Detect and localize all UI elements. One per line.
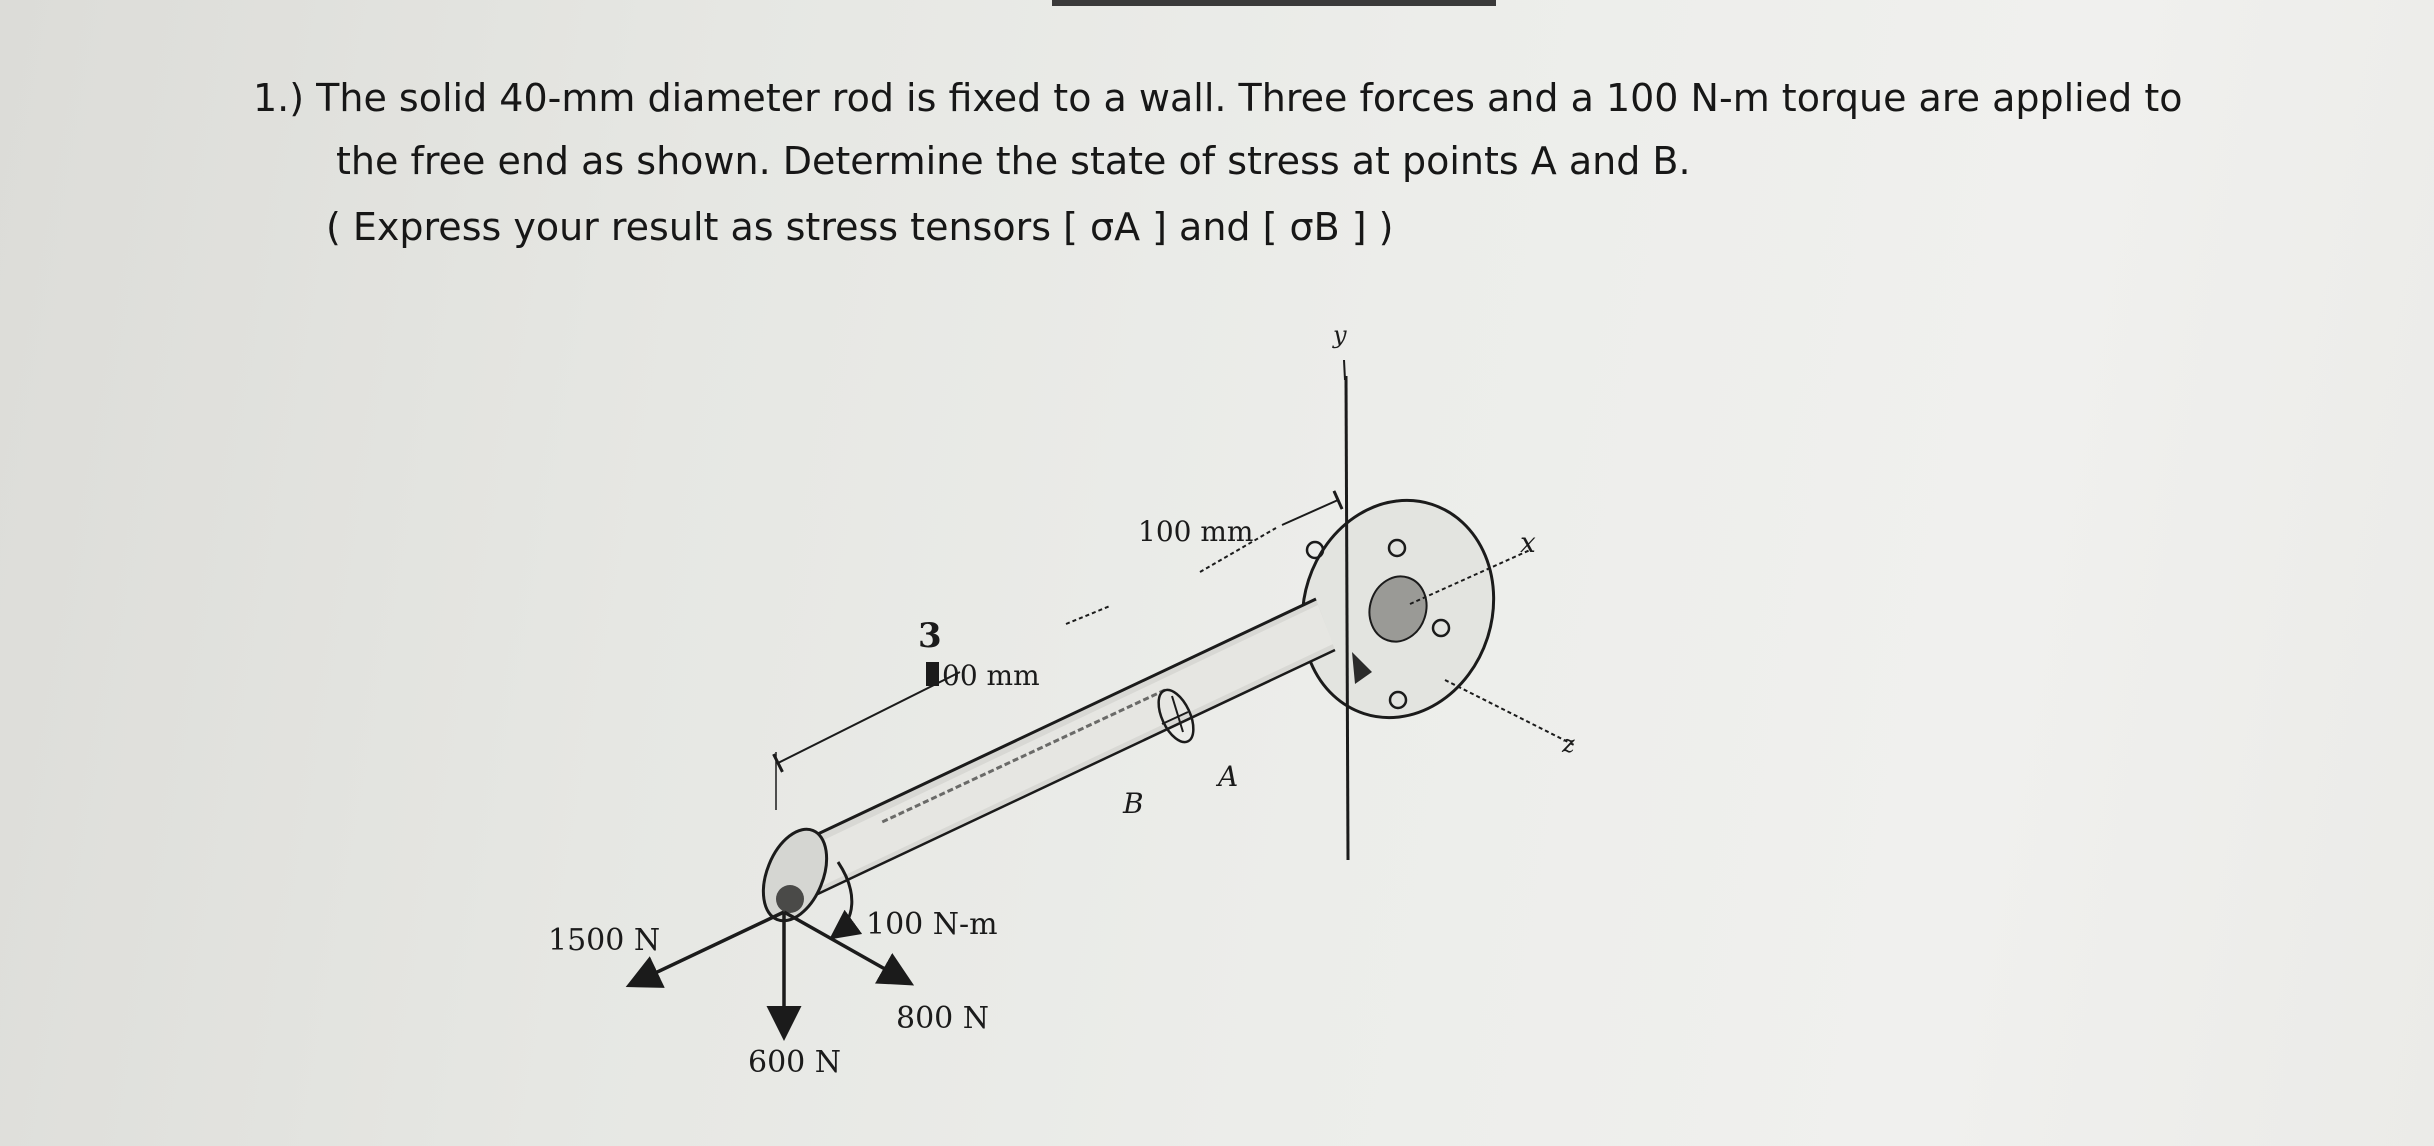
dim-100-label: 100 mm <box>1138 515 1253 548</box>
bolt-hole-3 <box>1431 618 1451 638</box>
torque-label: 100 N-m <box>866 907 998 942</box>
bolt-hole-4 <box>1388 690 1408 710</box>
force-1500-label: 1500 N <box>548 923 660 958</box>
section-ring <box>1157 688 1195 744</box>
top-rule <box>1052 0 1496 6</box>
force-1500-arrow <box>625 910 785 988</box>
coordinate-axes: y x z <box>1332 321 1575 861</box>
points: A B <box>1122 760 1238 820</box>
bolt-hole-1 <box>1305 540 1325 560</box>
rod <box>761 597 1336 923</box>
dim-300-strike <box>926 662 939 686</box>
force-800-label: 800 N <box>896 1001 989 1036</box>
point-b-label: B <box>1122 787 1144 820</box>
problem-line-1: 1.) The solid 40-mm diameter rod is fixe… <box>253 76 2183 120</box>
wall-flange <box>1300 498 1496 720</box>
applied-loads: 1500 N 600 N 800 N 100 N-m <box>548 861 998 1080</box>
axis-z-label: z <box>1561 730 1575 758</box>
axis-y-label: y <box>1332 321 1347 349</box>
problem-line-3: ( Express your result as stress tensors … <box>326 205 1394 249</box>
dim-300-handwritten-digit: 3 <box>918 616 942 656</box>
problem-line-2: the free end as shown. Determine the sta… <box>336 139 1691 183</box>
torque-arrow <box>829 861 863 940</box>
force-800-arrow <box>783 910 915 986</box>
point-a-label: A <box>1215 760 1238 793</box>
dimension-lines: 100 mm 3 00 mm <box>772 490 1344 810</box>
axis-x-label: x <box>1520 526 1536 559</box>
dim-300-label: 00 mm <box>942 659 1040 692</box>
bolt-hole-2 <box>1387 538 1407 558</box>
force-600-label: 600 N <box>748 1045 841 1080</box>
